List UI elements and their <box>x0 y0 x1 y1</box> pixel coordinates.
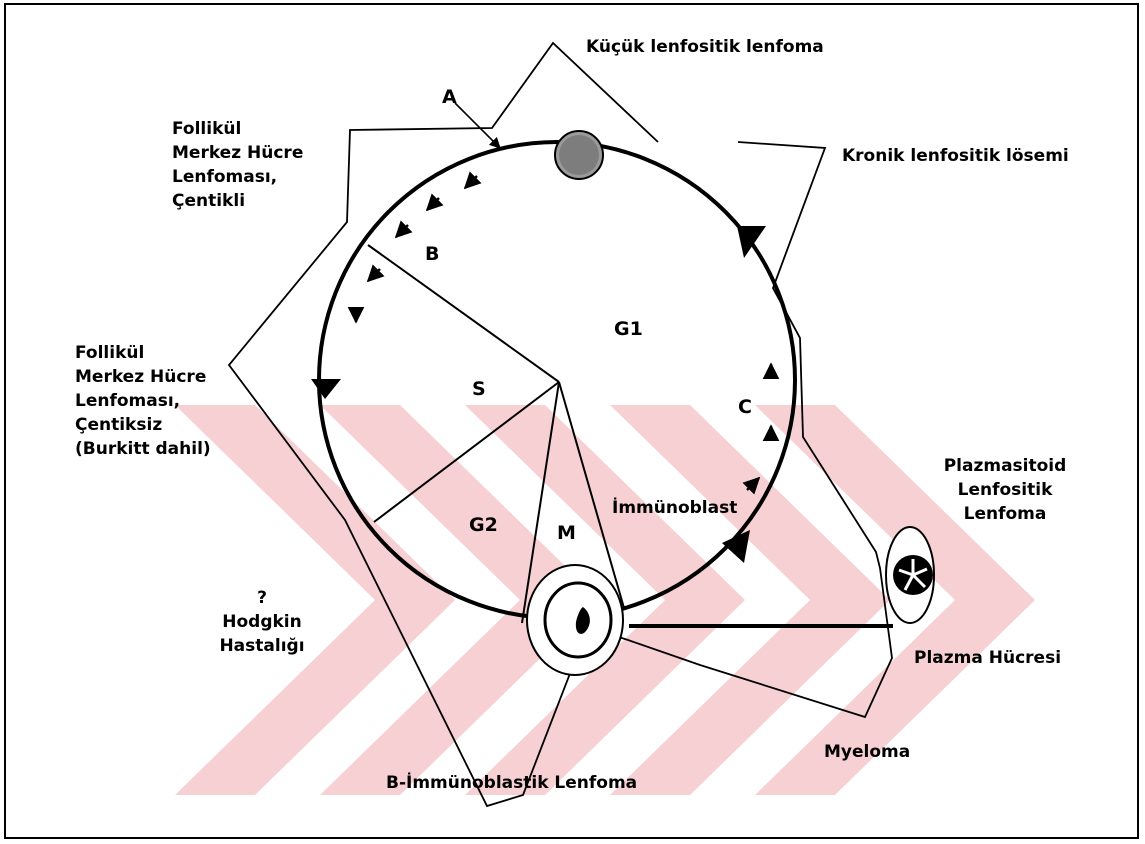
label-plazmasitoid: Plazmasitoid Lenfositik Lenfoma <box>930 454 1080 526</box>
label-fcc-centikli: Follikül Merkez Hücre Lenfoması, Çentikl… <box>172 117 303 213</box>
marker-a-label: A <box>442 86 457 108</box>
label-plazma-hucresi: Plazma Hücresi <box>914 646 1061 670</box>
marker-b-label: B <box>425 243 439 265</box>
label-b-immunoblastik: B-İmmünoblastik Lenfoma <box>386 771 637 795</box>
marker-c-label: C <box>738 396 752 418</box>
phase-g1-label: G1 <box>614 318 643 340</box>
label-kucuk-lenfositik: Küçük lenfositik lenfoma <box>586 35 824 59</box>
label-kronik-lenfositik: Kronik lenfositik lösemi <box>842 144 1069 168</box>
label-myeloma: Myeloma <box>824 740 910 764</box>
immunoblast-cell-icon <box>527 565 623 675</box>
label-hodgkin: ? Hodgkin Hastalığı <box>212 586 312 658</box>
small-lymphocyte-icon <box>555 131 603 179</box>
phase-g2-label: G2 <box>469 514 498 536</box>
plasmacytoid-cell-icon <box>886 527 934 623</box>
label-fcc-centiksiz: Follikül Merkez Hücre Lenfoması, Çentiks… <box>75 341 211 461</box>
label-immunoblast: İmmünoblast <box>612 496 737 520</box>
phase-s-label: S <box>472 378 486 400</box>
phase-m-label: M <box>557 522 576 544</box>
